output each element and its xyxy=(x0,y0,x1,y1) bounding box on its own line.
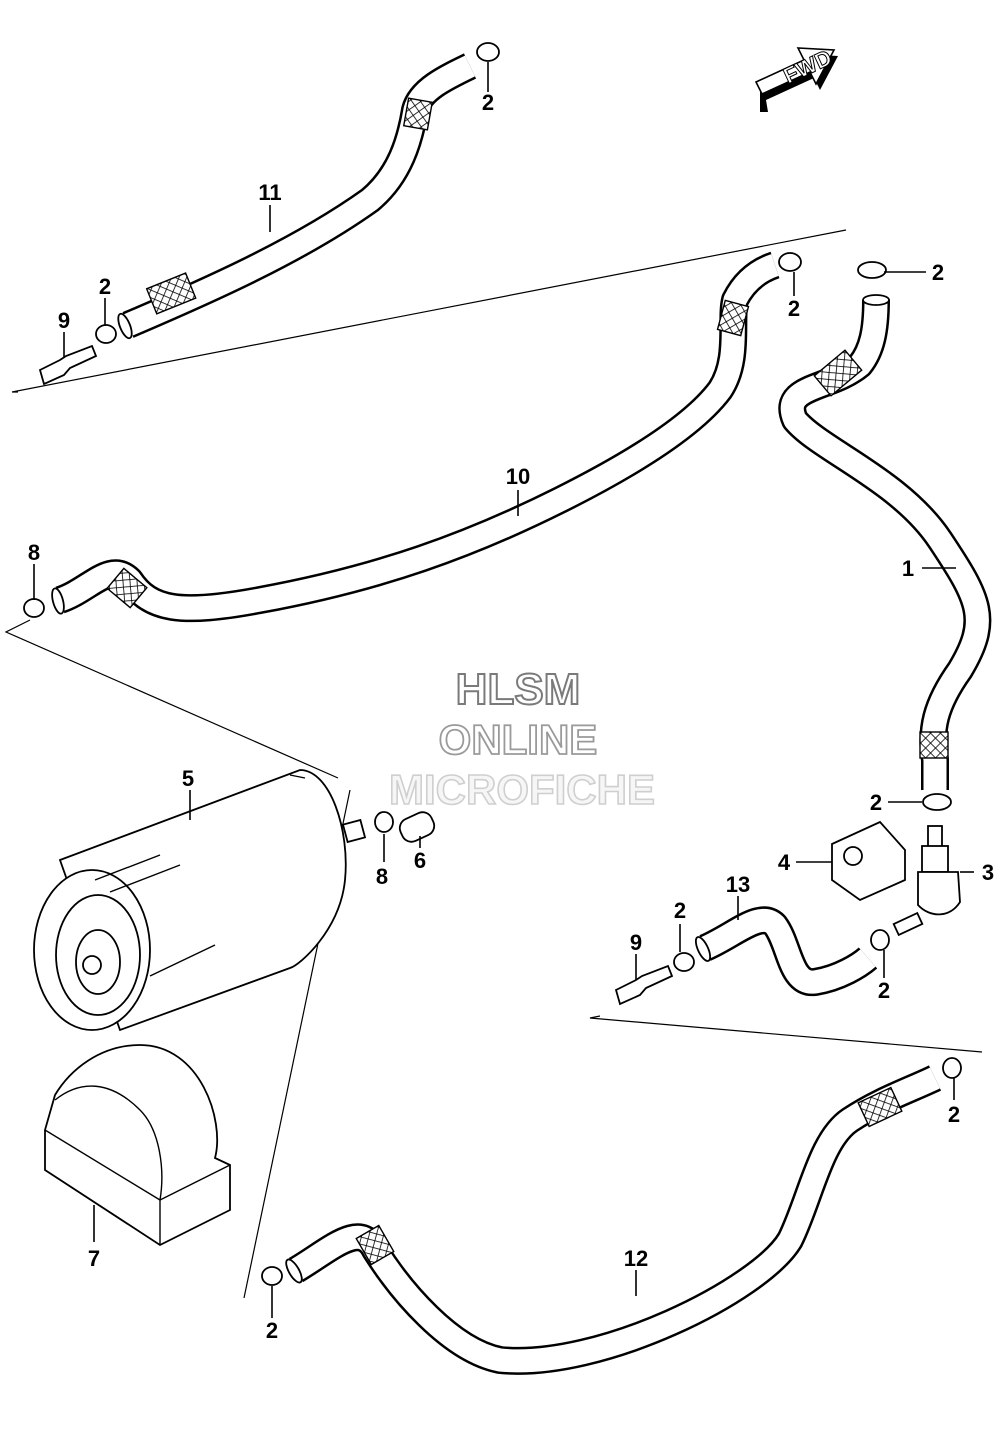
callout-hose-6: 6 xyxy=(414,848,426,873)
callout-canister-5: 5 xyxy=(182,766,194,791)
watermark-line-3: MICROFICHE xyxy=(389,766,655,813)
callout-clamp-2: 2 xyxy=(932,260,944,285)
hose-12 xyxy=(285,1065,942,1375)
callout-clamp-2: 2 xyxy=(788,296,800,321)
callout-clamp-2: 2 xyxy=(266,1318,278,1343)
callout-hose-10: 10 xyxy=(506,464,530,489)
hose-1 xyxy=(778,294,992,790)
callout-clamp-8: 8 xyxy=(28,540,40,565)
callout-hose-11: 11 xyxy=(258,180,281,205)
callout-hose-13: 13 xyxy=(726,872,750,897)
guide-lines xyxy=(4,229,983,1299)
callout-clamp-2: 2 xyxy=(99,274,111,299)
callout-clamp-2: 2 xyxy=(870,790,882,815)
callout-clamp-8: 8 xyxy=(376,864,388,889)
callout-hose-1: 1 xyxy=(902,556,914,581)
callout-clamp-2: 2 xyxy=(674,898,686,923)
canister xyxy=(33,769,367,1032)
callout-valve-3: 3 xyxy=(982,860,994,885)
canister-bracket xyxy=(44,1044,231,1247)
callout-joint-9: 9 xyxy=(58,308,70,333)
callout-clamp-2: 2 xyxy=(878,978,890,1003)
leader-lines xyxy=(33,62,974,1318)
watermark-line-2: ONLINE xyxy=(439,716,598,763)
short-hose-6 xyxy=(398,811,436,843)
callout-bracket-7: 7 xyxy=(88,1246,100,1271)
callout-hose-12: 12 xyxy=(624,1246,648,1271)
fwd-arrow-icon: FWD xyxy=(754,44,838,112)
valve xyxy=(892,825,961,937)
callout-clamp-2: 2 xyxy=(948,1102,960,1127)
joint-9-lower xyxy=(614,964,674,1006)
callout-clamp-2: 2 xyxy=(482,90,494,115)
clamp-icons xyxy=(23,42,962,1286)
valve-bracket xyxy=(831,820,906,902)
joint-9-upper xyxy=(38,344,98,386)
callout-joint-9: 9 xyxy=(630,930,642,955)
hose-11 xyxy=(117,53,477,340)
watermark: HLSM ONLINE MICROFICHE xyxy=(388,664,656,814)
hose-13 xyxy=(694,906,878,996)
watermark-line-1: HLSM xyxy=(456,665,581,714)
callout-bracket-4: 4 xyxy=(778,850,791,875)
hose-10 xyxy=(51,251,780,623)
callout-labels: 2 11 2 9 2 2 10 1 8 5 8 6 2 4 3 13 2 9 2… xyxy=(28,90,994,1343)
